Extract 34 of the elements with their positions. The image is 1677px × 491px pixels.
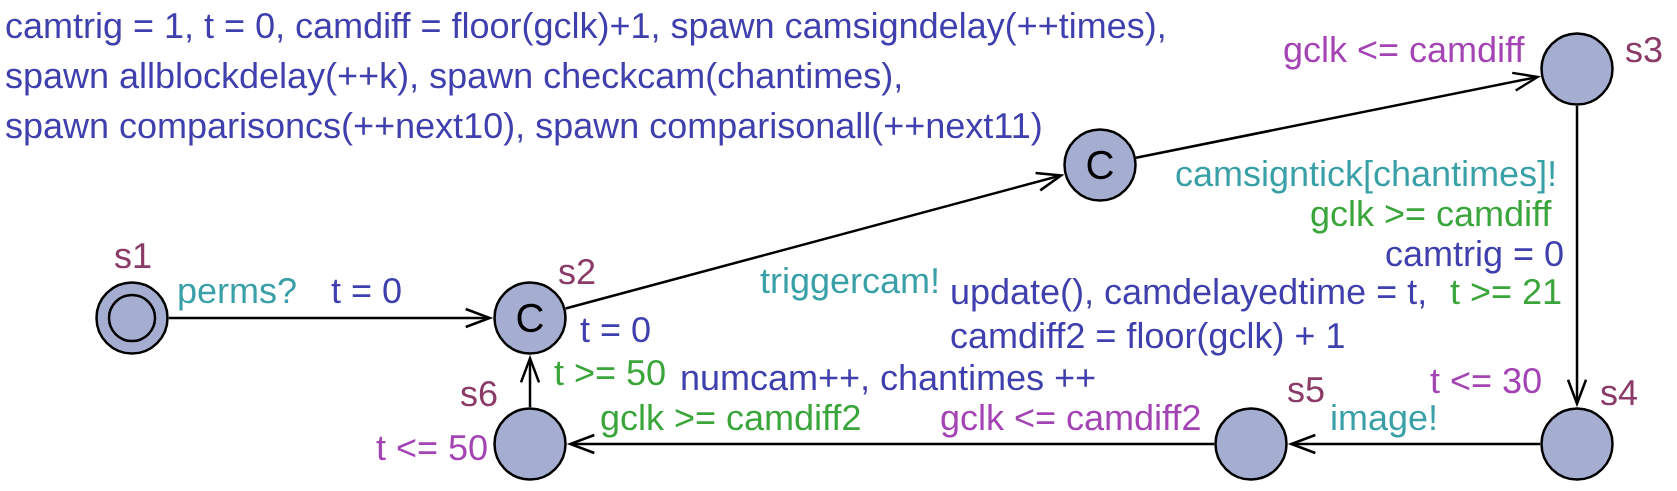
- guard-label: t >= 21: [1450, 278, 1561, 305]
- transition-arrow: [1135, 71, 1541, 159]
- state-name: s1: [115, 243, 151, 269]
- state-name: s3: [1626, 36, 1662, 63]
- initial-state-circle: [95, 281, 169, 355]
- state-circle: [1214, 407, 1288, 481]
- edge-label: t >= 50: [554, 359, 665, 386]
- transition-arrow: [519, 354, 541, 408]
- state-circle: [1540, 32, 1614, 106]
- update-label: update(), camdelayedtime = t, camdiff2 = floor(gclk) + 1: [951, 277, 1424, 356]
- invariant-label: gclk <= camdiff2: [941, 403, 1200, 438]
- invariant-label: gclk <= camdiff: [1284, 35, 1525, 70]
- edge-label: triggercam!: [760, 266, 937, 301]
- transition-arrow: [168, 307, 494, 329]
- state-name: s5: [1288, 377, 1324, 403]
- state-name: s6: [461, 380, 497, 407]
- edge-label: perms?: [179, 277, 296, 311]
- transition-arrow: [565, 171, 1065, 310]
- update-label: t = 0: [580, 316, 650, 343]
- edge-label: gclk >= camdiff: [1311, 199, 1552, 234]
- state-circle: [1540, 407, 1614, 481]
- update-label: t = 0: [331, 277, 401, 304]
- edge-label: image!: [1332, 403, 1435, 438]
- state-circle: [493, 407, 567, 481]
- transition-arrow: [1287, 433, 1541, 455]
- update-label: camtrig = 0: [1386, 239, 1563, 274]
- state-name: s4: [1601, 380, 1637, 406]
- edge-label: gclk >= camdiff2: [601, 403, 860, 438]
- edge-label: camsigntick[chantimes]!: [1176, 159, 1554, 194]
- transition-arrow: [566, 433, 1215, 455]
- invariant-label: t <= 30: [1430, 367, 1541, 394]
- update-label: numcam++, chantimes ++: [682, 363, 1095, 395]
- invariant-label: t <= 50: [376, 434, 487, 461]
- transition-arrow: [1566, 105, 1588, 408]
